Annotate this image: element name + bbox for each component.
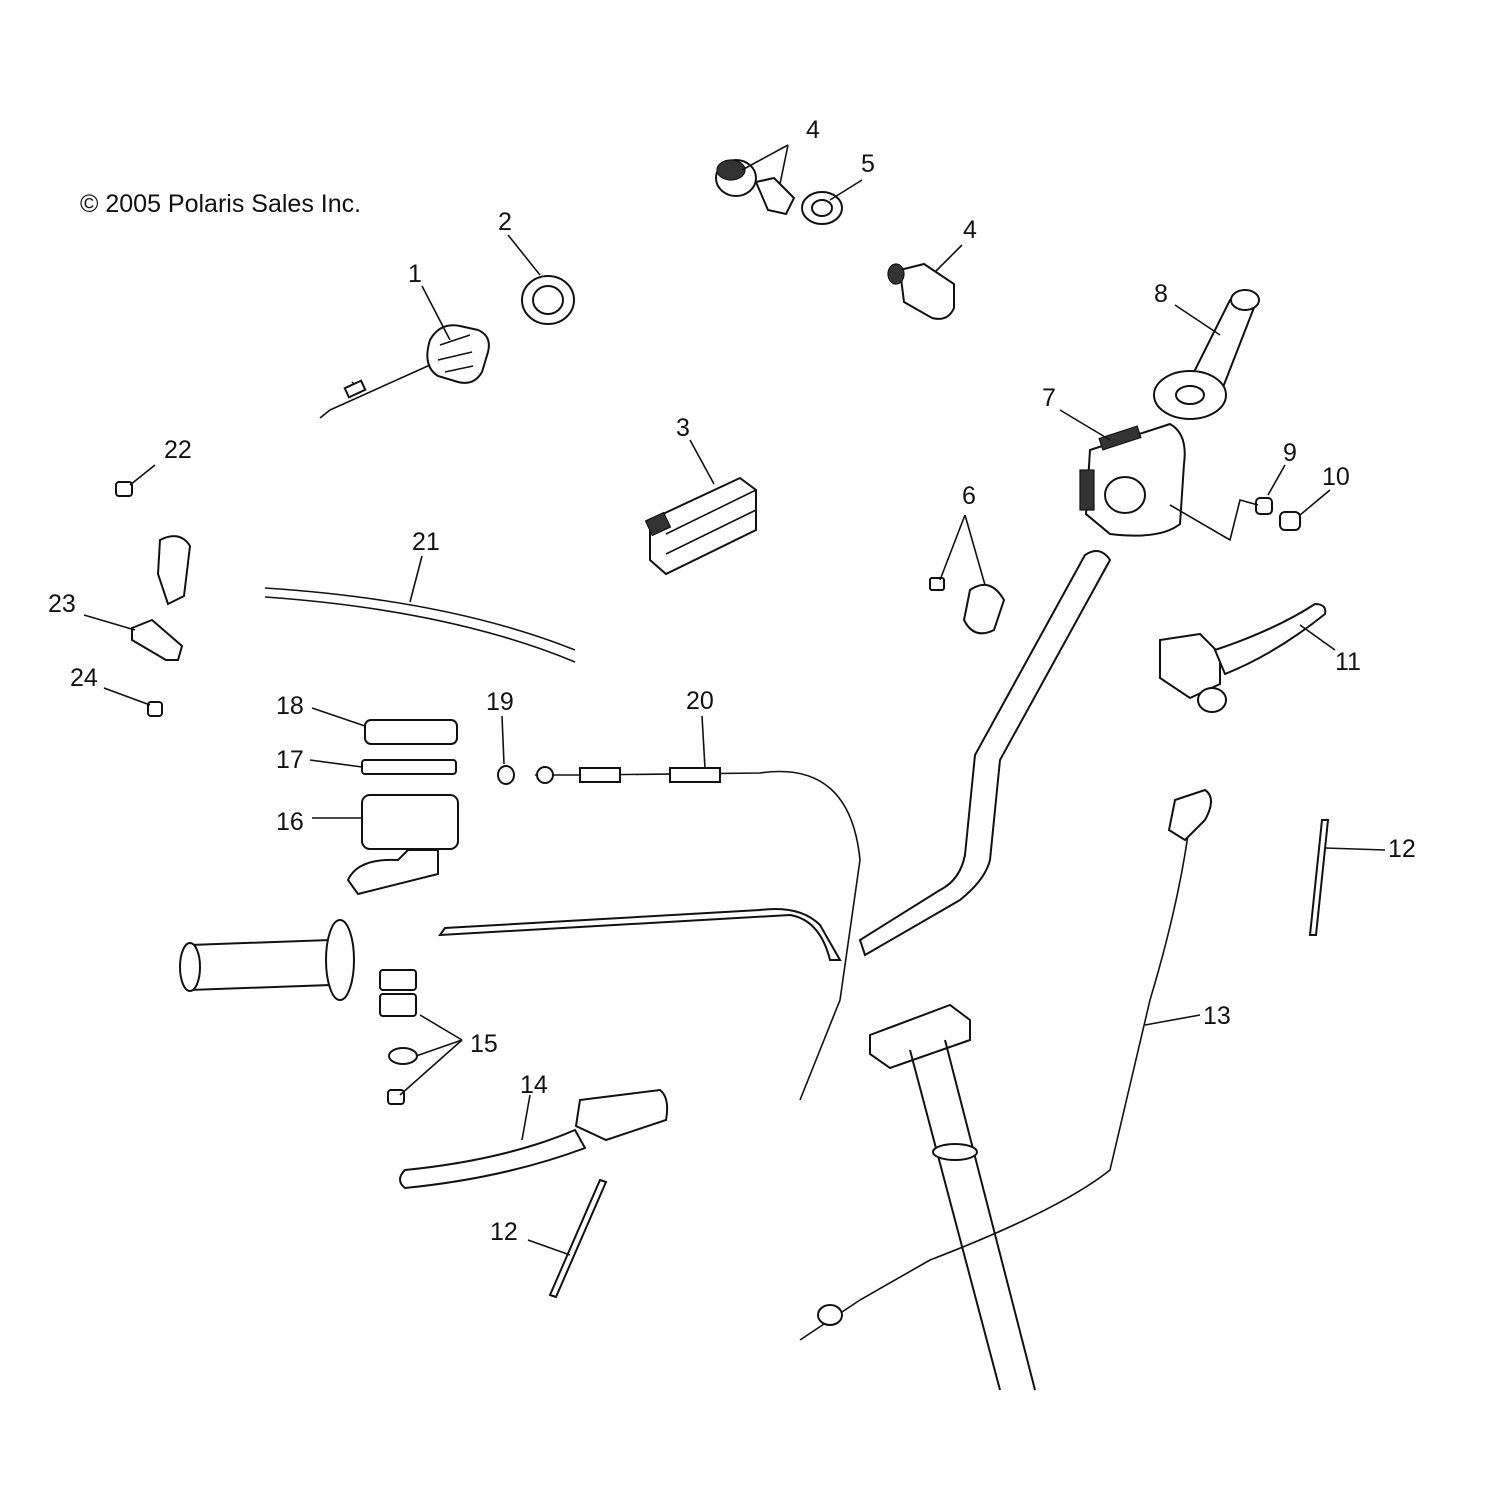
callout-23: 23 (48, 590, 76, 618)
part-throttle-cable (535, 766, 861, 1101)
callout-7: 7 (1042, 384, 1056, 412)
callout-15: 15 (470, 1030, 498, 1058)
callout-22: 22 (164, 436, 192, 464)
callout-1: 1 (408, 260, 422, 288)
part-reservoir-body (346, 794, 459, 896)
part-switch-4 (887, 262, 955, 320)
callout-9: 9 (1283, 439, 1297, 467)
callout-17: 17 (276, 746, 304, 774)
part-nut-9 (1255, 497, 1273, 515)
part-reservoir-gasket (361, 759, 457, 775)
callout-4b: 4 (963, 216, 977, 244)
part-washer-19 (497, 765, 515, 785)
callout-12b: 12 (490, 1218, 518, 1246)
leader-lines (83, 144, 1386, 1256)
part-bracket (156, 535, 192, 606)
part-clamp-6 (929, 577, 1006, 635)
part-handlebar (437, 550, 1112, 961)
part-key-cylinder (715, 159, 796, 216)
callout-6: 6 (962, 482, 976, 510)
part-lever-right (1159, 602, 1327, 713)
part-rod-12-left (548, 1178, 608, 1299)
part-nut-5 (801, 191, 843, 225)
callout-2: 2 (498, 208, 512, 236)
callout-5: 5 (861, 150, 875, 178)
part-lever-left (399, 1088, 669, 1190)
callout-12a: 12 (1388, 835, 1416, 863)
part-nut-2 (521, 275, 575, 325)
callout-8: 8 (1154, 280, 1168, 308)
callout-16: 16 (276, 808, 304, 836)
part-rod-12-right (1308, 819, 1330, 936)
part-cable-21 (264, 587, 576, 663)
callout-19: 19 (486, 688, 514, 716)
part-ignition-switch (319, 324, 490, 419)
part-throttle-housing (1079, 422, 1186, 537)
callout-10: 10 (1322, 463, 1350, 491)
callout-21: 21 (412, 528, 440, 556)
callout-14: 14 (520, 1071, 548, 1099)
part-grip-left (179, 919, 355, 1001)
part-bolt-22 (115, 481, 133, 497)
wire-7-to-9 (1169, 499, 1259, 542)
part-bolt-24 (147, 701, 163, 717)
callout-3: 3 (676, 414, 690, 442)
callout-24: 24 (70, 664, 98, 692)
part-clamp-23 (131, 618, 184, 661)
callout-11: 11 (1335, 648, 1361, 676)
callout-13: 13 (1203, 1002, 1231, 1030)
callout-4a: 4 (806, 116, 820, 144)
callout-20: 20 (686, 687, 714, 715)
part-brake-cable (799, 788, 1212, 1341)
part-cap-10 (1279, 511, 1301, 531)
part-switch-block (644, 476, 757, 576)
copyright-notice: © 2005 Polaris Sales Inc. (80, 190, 362, 218)
part-clamp-15 (379, 969, 418, 1105)
part-reservoir-cap (364, 719, 458, 745)
part-steering-post (869, 1003, 1036, 1391)
part-grip-right (1153, 289, 1260, 420)
callout-18: 18 (276, 692, 304, 720)
